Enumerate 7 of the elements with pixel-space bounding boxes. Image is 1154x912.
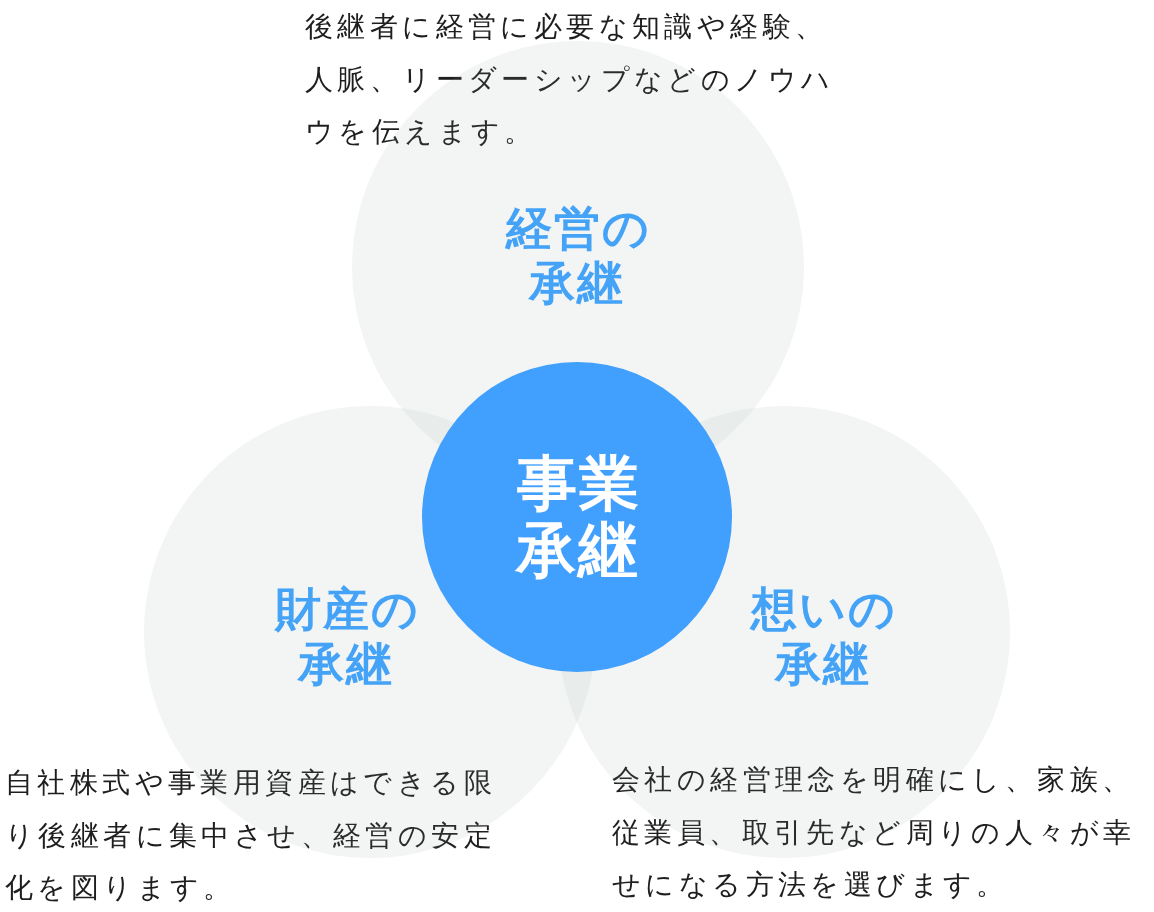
description-text: 後継者に経営に必要な知識や経験、人脈、リーダーシップなどのノウハウを伝えます。 [305, 9, 836, 150]
center-title: 事業承継 [514, 450, 642, 584]
circle-title: 財産の承継 [273, 582, 421, 692]
description-text: 会社の経営理念を明確にし、家族、従業員、取引先など周りの人々が幸せになる方法を選びます。 [612, 762, 1137, 903]
description-text: 自社株式や事業用資産はできる限り後継者に集中させ、経営の安定化を図ります。 [5, 765, 497, 906]
circle-title: 想いの承継 [748, 582, 898, 692]
circle-title: 経営の承継 [504, 201, 652, 311]
